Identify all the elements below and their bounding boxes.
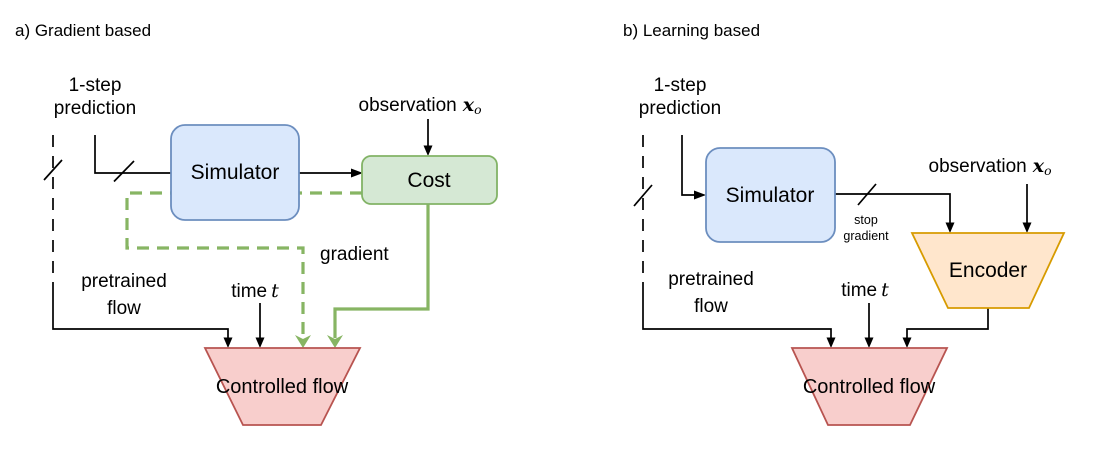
encoder-node (910, 232, 1066, 309)
time-arrowhead-icon-b (864, 337, 874, 348)
controlled-line2-a: flow (312, 376, 349, 398)
pretrained-flow-label-b: pretrained flow (668, 266, 754, 320)
one-step-prediction-label-a: 1-step prediction (54, 74, 136, 120)
observation-var-a: x (462, 94, 475, 116)
stop-gradient-label: stop gradient (843, 212, 888, 244)
pretrained-line2-a: flow (107, 298, 141, 319)
break-slash-icon-a2 (113, 160, 135, 183)
pretrained-flow-arrowhead-icon-b (826, 337, 836, 348)
controlled-flow-node-b (790, 347, 949, 426)
time-word-a: time (231, 281, 268, 302)
gradient-label: gradient (320, 244, 389, 265)
stop-gradient-line (835, 193, 951, 223)
gradient-dashed-arrowhead-icon (295, 335, 311, 348)
controlled-flow-label-a: Controlled flow (216, 374, 348, 400)
pretrained-line2-b: flow (694, 296, 728, 317)
cost-label: Cost (407, 169, 451, 192)
one-step-line2-a: prediction (53, 98, 137, 119)
one-step-prediction-label-b: 1-step prediction (639, 74, 721, 120)
controlled-line2-b: flow (899, 376, 936, 398)
prediction-to-simulator-line-a (94, 135, 171, 174)
stop-gradient-arrowhead-icon (945, 222, 955, 233)
break-slash-icon-b1 (633, 184, 653, 207)
time-arrowhead-icon-a (255, 337, 265, 348)
pretrained-line1-b: pretrained (668, 269, 754, 290)
controlled-line1-b: Controlled (802, 376, 895, 398)
encoder-to-flow-arrowhead-icon (902, 337, 912, 348)
observation-sub-b: o (1044, 164, 1052, 179)
pretrained-flow-label-a: pretrained flow (81, 268, 167, 322)
observation-arrowhead-icon-a (423, 145, 433, 156)
encoder-label: Encoder (948, 259, 1028, 282)
simulator-node-b (705, 147, 836, 243)
cost-output-arrowhead-icon (327, 335, 343, 348)
cost-node (361, 155, 498, 205)
prediction-arrowhead-icon-b (694, 190, 706, 200)
controlled-flow-label-b: Controlled flow (803, 374, 935, 400)
observation-word-a: observation (358, 95, 457, 116)
break-slash-icon-b2 (857, 183, 877, 206)
observation-word-b: observation (928, 156, 1027, 177)
stop-gradient-line1: stop (854, 213, 878, 227)
observation-sub-a: o (474, 103, 482, 118)
prediction-to-simulator-line-b (681, 135, 694, 196)
panel-a-title: a) Gradient based (15, 21, 152, 40)
controlled-line1-a: Controlled (215, 376, 308, 398)
pretrained-line1-a: pretrained (81, 271, 167, 292)
simulator-to-cost-arrowhead-icon (351, 168, 363, 178)
simulator-node-a (170, 124, 300, 221)
break-slash-icon-a1 (43, 159, 63, 181)
observation-var-b: x (1032, 155, 1045, 177)
one-step-line2-b: prediction (638, 98, 722, 119)
encoder-to-flow-line (906, 308, 989, 339)
time-var-a: t (271, 280, 279, 302)
gradient-dashed-arrow (125, 191, 362, 338)
one-step-line1-a: 1-step (68, 75, 122, 96)
pretrained-flow-line-a (52, 284, 229, 339)
simulator-label-a: Simulator (190, 161, 280, 184)
time-word-b: time (841, 280, 878, 301)
cost-output-arrow (333, 204, 430, 338)
stop-gradient-line2: gradient (843, 229, 889, 243)
controlled-flow-node-a (203, 347, 362, 426)
one-step-line1-b: 1-step (653, 75, 707, 96)
pretrained-flow-line-b (642, 284, 832, 339)
panel-b-title: b) Learning based (623, 21, 761, 40)
simulator-label-b: Simulator (725, 184, 815, 207)
pretrained-flow-arrowhead-icon-a (223, 337, 233, 348)
time-var-b: t (881, 279, 889, 301)
observation-arrowhead-icon-b (1022, 222, 1032, 233)
